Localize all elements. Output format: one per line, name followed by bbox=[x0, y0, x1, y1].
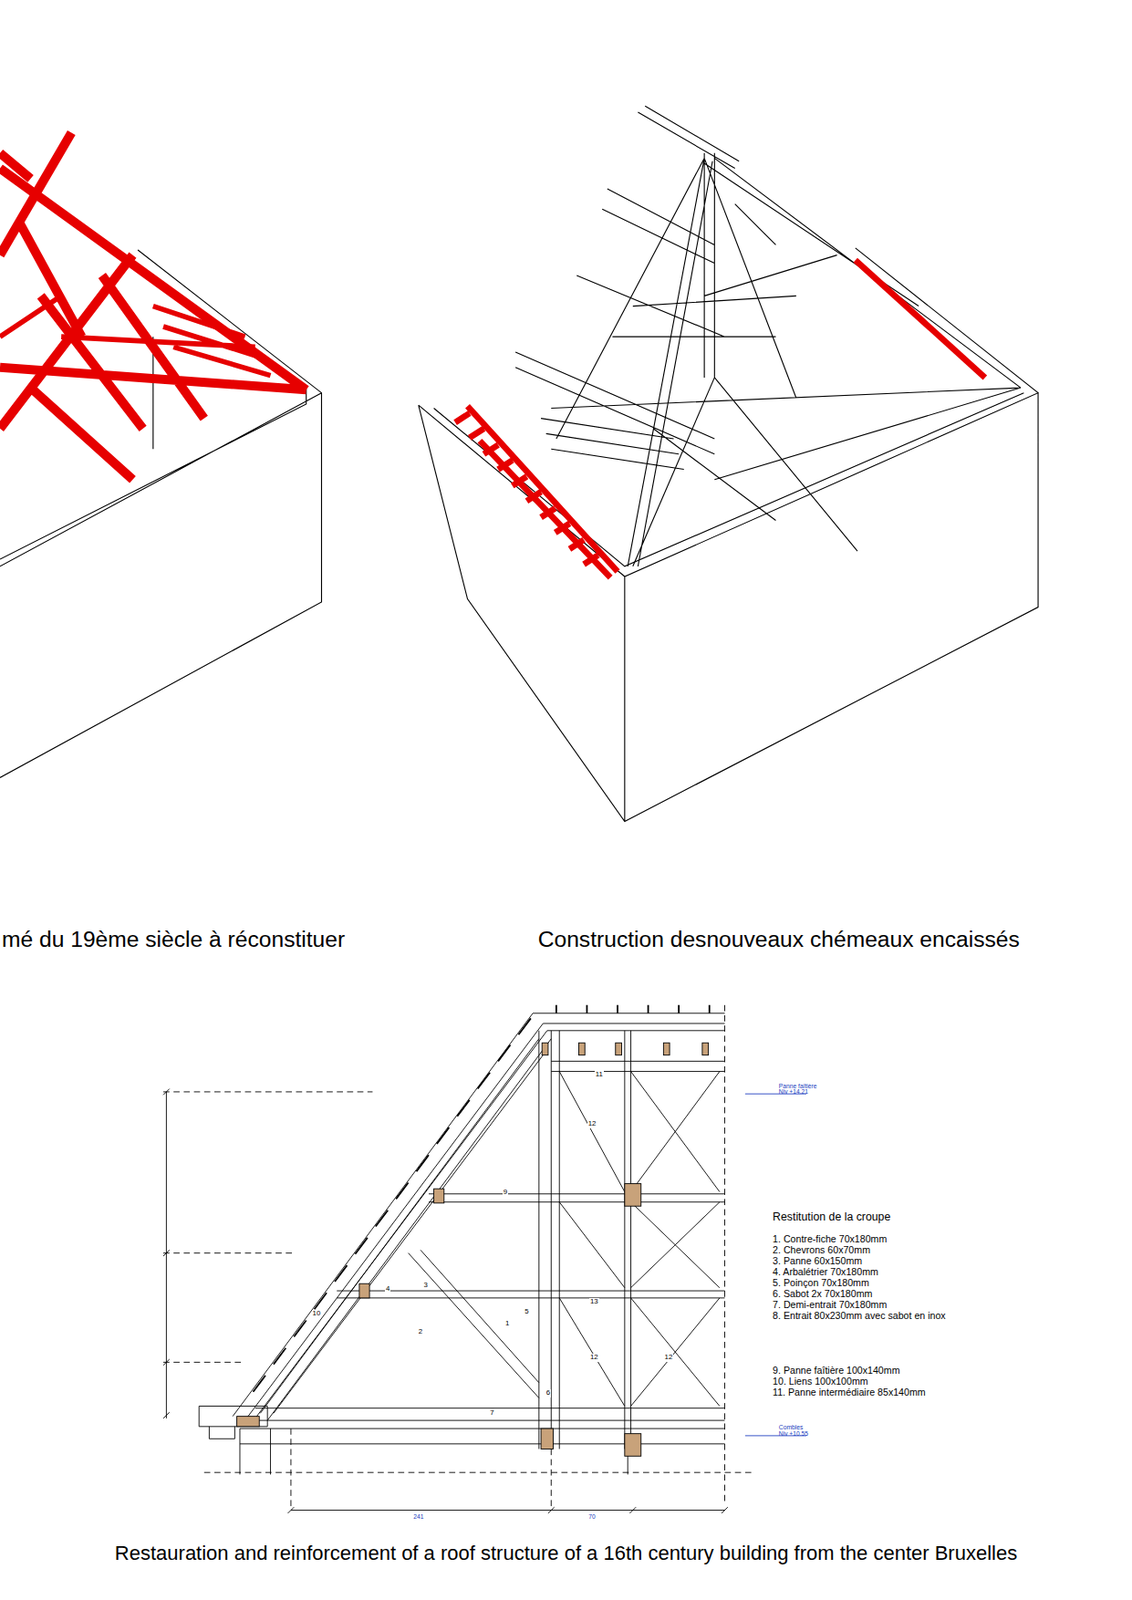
roof-slope bbox=[232, 1013, 725, 1421]
section-drawing bbox=[163, 1005, 807, 1514]
beam-section bbox=[624, 1183, 642, 1207]
callout-number: 12 bbox=[664, 1353, 675, 1362]
callout-number: 12 bbox=[589, 1353, 600, 1362]
callout-number: 241 bbox=[412, 1513, 425, 1520]
callout-number: 2 bbox=[417, 1328, 424, 1337]
wall-box bbox=[0, 249, 322, 778]
legend-text: 11. Panne intermédiaire 85x140mm bbox=[772, 1387, 926, 1399]
legend-text: 3. Panne 60x150mm bbox=[772, 1256, 862, 1268]
view-caption: Construction desnouveaux chémeaux encais… bbox=[538, 926, 1020, 952]
callout-number: 3 bbox=[422, 1281, 428, 1290]
beam-section bbox=[624, 1433, 642, 1457]
legend-text: 6. Sabot 2x 70x180mm bbox=[772, 1288, 873, 1300]
callout-number: 11 bbox=[594, 1070, 604, 1080]
legend-text: 1. Contre-fiche 70x180mm bbox=[772, 1234, 887, 1246]
callout-number: 12 bbox=[587, 1120, 598, 1129]
legend-text: 4. Arbalétrier 70x180mm bbox=[772, 1267, 879, 1278]
callout-number: 5 bbox=[523, 1308, 530, 1317]
callout-number: 7 bbox=[488, 1409, 495, 1418]
rafter-section bbox=[615, 1042, 623, 1055]
gutter-section bbox=[237, 1416, 260, 1427]
legend-text: 5. Poinçon 70x180mm bbox=[772, 1277, 870, 1289]
beam-section bbox=[540, 1428, 553, 1449]
red-purlins bbox=[0, 295, 271, 375]
legend-text: Restitution de la croupe bbox=[772, 1211, 891, 1225]
callout-number: 13 bbox=[589, 1298, 600, 1307]
callout-number: 70 bbox=[587, 1513, 596, 1520]
caption: Restauration and reinforcement of a roof… bbox=[114, 1542, 1018, 1565]
view-caption: mé du 19ème siècle à réconstituer bbox=[1, 926, 345, 952]
timber-sections bbox=[237, 1042, 709, 1456]
dimension-lines bbox=[163, 1089, 728, 1514]
legend-text: 7. Demi-entrait 70x180mm bbox=[772, 1299, 887, 1311]
legend-text: 8. Entrait 80x230mm avec sabot en inox bbox=[772, 1310, 946, 1322]
timber-frame bbox=[515, 105, 1021, 566]
white-roof-view bbox=[418, 105, 1039, 821]
wall-box bbox=[418, 248, 1039, 822]
rafter-section bbox=[663, 1042, 670, 1055]
red-rafters bbox=[0, 132, 307, 479]
red-gutter-right bbox=[855, 259, 986, 378]
callout-number: 6 bbox=[545, 1389, 551, 1398]
red-gutter-left bbox=[455, 405, 618, 578]
callout-number: 4 bbox=[384, 1285, 391, 1294]
rafter-section bbox=[541, 1042, 549, 1055]
legend-text: 9. Panne faîtière 100x140mm bbox=[772, 1365, 900, 1377]
callout-number: 10 bbox=[311, 1309, 322, 1319]
callout-number: 1 bbox=[504, 1319, 510, 1329]
red-roof-view bbox=[0, 132, 322, 778]
callout-number: 9 bbox=[502, 1188, 509, 1197]
rafter-section bbox=[702, 1042, 709, 1055]
rafter-section bbox=[578, 1042, 585, 1055]
structure bbox=[198, 1030, 725, 1475]
beam-section bbox=[434, 1188, 445, 1204]
beam-section bbox=[359, 1283, 370, 1299]
dashed-guides bbox=[163, 1005, 756, 1511]
legend-text: Niv +10.55 bbox=[778, 1430, 809, 1437]
legend-text: 10. Liens 100x100mm bbox=[772, 1376, 869, 1388]
legend-text: 2. Chevrons 60x70mm bbox=[772, 1245, 871, 1257]
legend-text: Niv +14.21 bbox=[778, 1088, 809, 1095]
